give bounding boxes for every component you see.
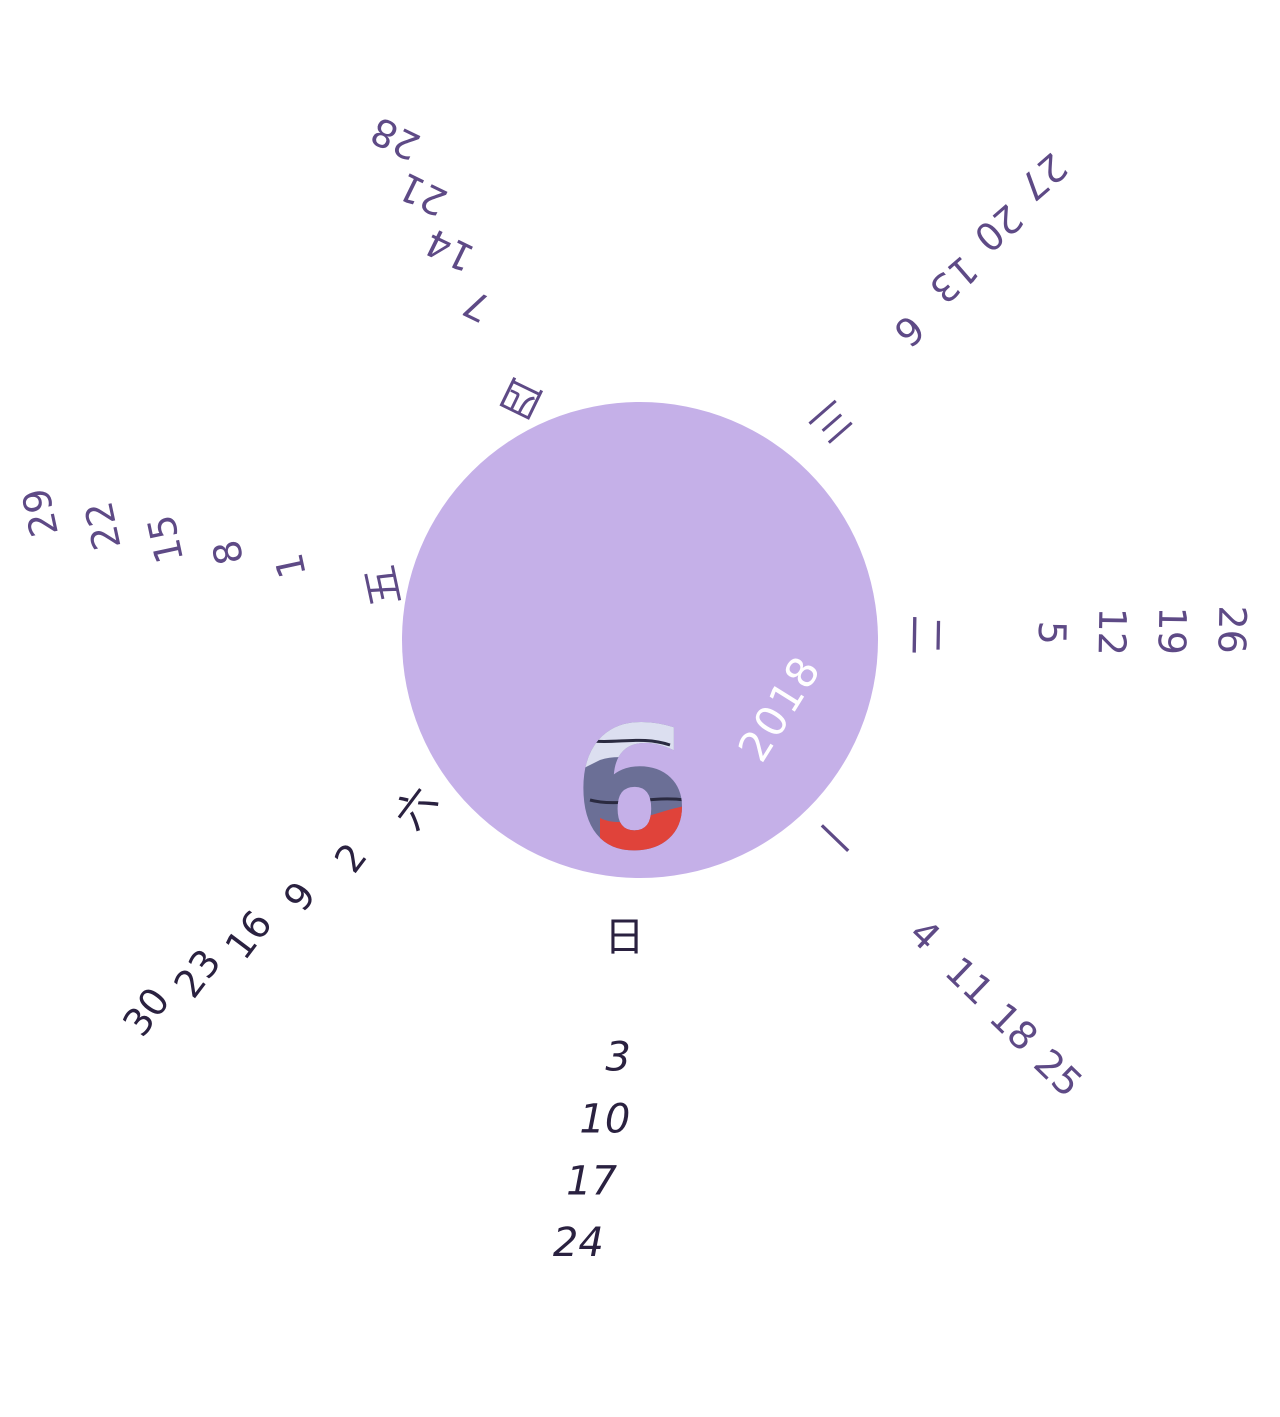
weekday-ray: 二 5 12 19 26 bbox=[902, 605, 1255, 656]
date-number: 12 bbox=[1090, 607, 1135, 656]
month-circle bbox=[402, 402, 878, 878]
date-number: 1 bbox=[267, 549, 315, 582]
date-number: 3 bbox=[605, 1034, 630, 1080]
date-number: 20 bbox=[966, 195, 1031, 260]
weekday-label: 日 bbox=[604, 915, 644, 961]
date-number: 25 bbox=[1026, 1040, 1091, 1105]
date-number: 14 bbox=[418, 220, 481, 281]
date-number: 8 bbox=[204, 536, 252, 569]
weekday-label: 六 bbox=[386, 779, 447, 839]
date-number: 13 bbox=[921, 247, 986, 312]
date-number: 19 bbox=[1150, 606, 1195, 655]
date-number: 26 bbox=[1209, 605, 1254, 654]
date-number: 23 bbox=[165, 941, 229, 1006]
month-number: 6 bbox=[573, 691, 691, 889]
date-number: 29 bbox=[14, 484, 67, 540]
weekday-label: 一 bbox=[803, 810, 864, 871]
date-number: 24 bbox=[553, 1220, 604, 1266]
date-number: 16 bbox=[217, 902, 281, 967]
date-number: 2 bbox=[326, 835, 376, 881]
date-number: 17 bbox=[566, 1158, 617, 1204]
month-texture-line bbox=[584, 738, 671, 747]
month-texture-light bbox=[580, 700, 690, 770]
month-texture-red bbox=[600, 805, 690, 860]
weekday-label: 五 bbox=[357, 561, 410, 610]
date-number: 18 bbox=[981, 994, 1046, 1059]
date-number: 21 bbox=[391, 164, 454, 225]
month-texture bbox=[580, 700, 690, 860]
weekday-label: 四 bbox=[494, 368, 550, 427]
weekday-ray: 日 3 10 17 24 bbox=[553, 915, 644, 1267]
date-number: 28 bbox=[364, 108, 427, 169]
date-number: 10 bbox=[579, 1096, 630, 1142]
month-texture-line bbox=[589, 797, 686, 805]
date-number: 27 bbox=[1010, 144, 1075, 209]
date-number: 22 bbox=[76, 498, 129, 554]
weekday-label: 三 bbox=[800, 391, 860, 452]
weekday-label: 二 bbox=[902, 615, 949, 656]
date-number: 5 bbox=[1030, 620, 1074, 645]
date-number: 4 bbox=[901, 911, 949, 959]
date-number: 15 bbox=[139, 511, 192, 567]
date-number: 6 bbox=[885, 306, 932, 355]
date-number: 7 bbox=[456, 281, 497, 331]
date-number: 9 bbox=[275, 873, 325, 919]
date-number: 30 bbox=[114, 979, 178, 1044]
date-number: 11 bbox=[937, 948, 1002, 1013]
